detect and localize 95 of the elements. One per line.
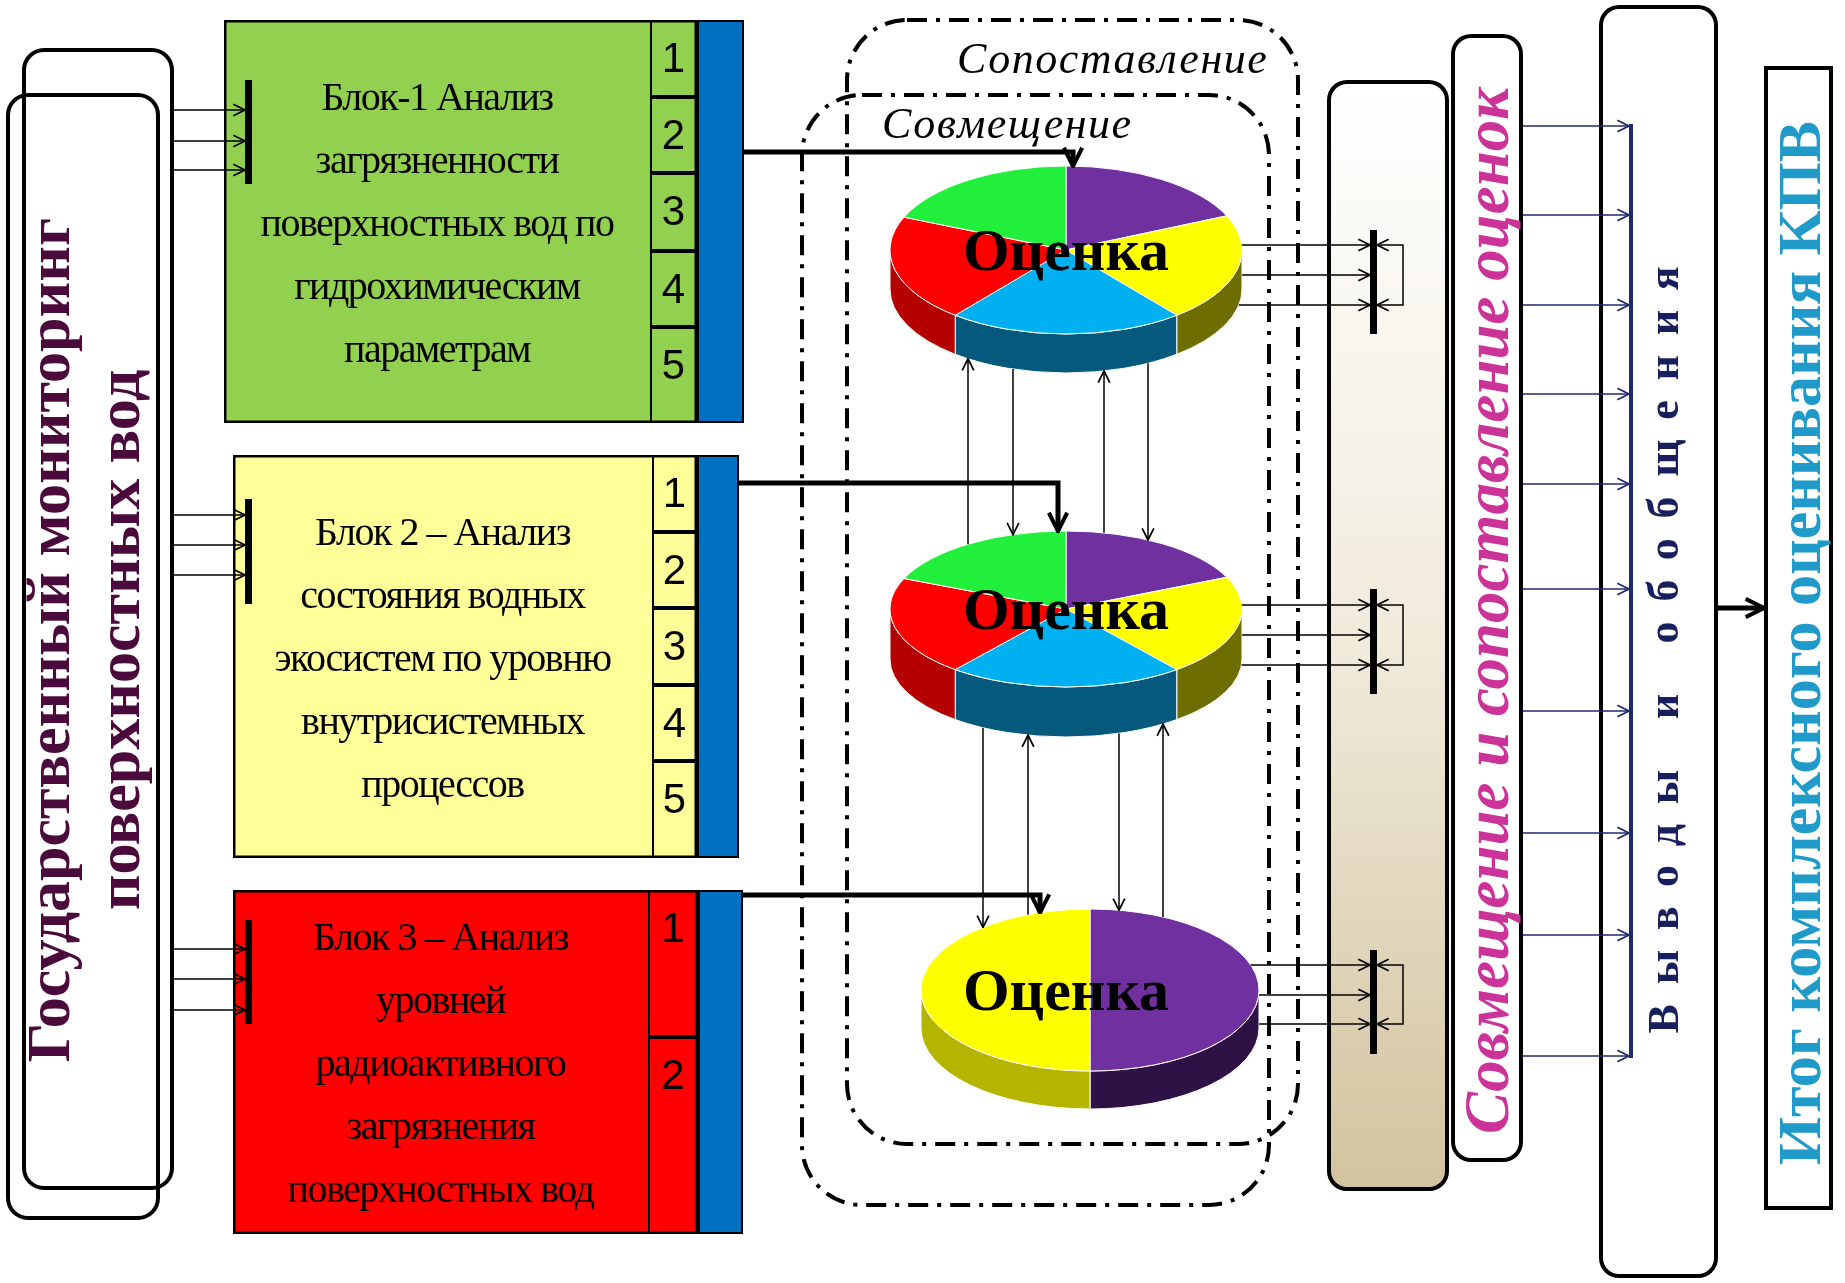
loop-arrow xyxy=(1376,958,1404,1031)
cell-number: 1 xyxy=(661,469,688,517)
arrow xyxy=(1112,732,1126,912)
analysis-block xyxy=(233,890,698,1234)
cell-number: 4 xyxy=(660,265,687,313)
arrow xyxy=(976,727,990,929)
junction-bar xyxy=(1370,950,1377,1054)
arrow xyxy=(1241,628,1371,642)
loop-arrow xyxy=(1376,598,1404,672)
arrow xyxy=(1522,208,1630,222)
cell-number: 3 xyxy=(661,622,688,670)
arrow xyxy=(1522,298,1630,312)
side-bar xyxy=(698,890,743,1234)
cell-number: 5 xyxy=(661,775,688,823)
side-bar xyxy=(697,20,744,423)
numbered-cell xyxy=(650,173,697,251)
arrow xyxy=(1522,1049,1630,1063)
arrow xyxy=(1097,370,1111,534)
arrow xyxy=(1241,598,1371,612)
input-bar xyxy=(245,920,252,1024)
arrow xyxy=(1258,988,1371,1002)
frame-title: Совмещение xyxy=(882,99,1133,149)
pie-label: Оценка xyxy=(961,575,1171,644)
frame-title: Сопоставление xyxy=(957,34,1269,84)
numbered-cell xyxy=(652,608,697,685)
arrow xyxy=(1240,238,1371,252)
numbered-cell xyxy=(650,97,697,173)
analysis-block xyxy=(224,20,697,423)
arrow xyxy=(961,357,975,545)
analysis-block xyxy=(233,455,697,858)
vertical-title: Итог комплексного оценивания КПВ xyxy=(1768,119,1830,1168)
cell-number: 2 xyxy=(660,111,687,159)
cell-number: 2 xyxy=(661,546,688,594)
arrow xyxy=(1522,928,1630,942)
cell-number: 5 xyxy=(660,341,687,389)
pie-label: Оценка xyxy=(961,216,1171,285)
thick-arrow xyxy=(1718,596,1766,620)
arrow xyxy=(1021,734,1035,916)
arrow xyxy=(1241,268,1371,282)
arrow xyxy=(1238,298,1371,312)
arrow xyxy=(173,1003,246,1017)
numbered-cell xyxy=(650,20,697,97)
numbered-cell xyxy=(650,327,697,423)
arrow xyxy=(173,972,246,986)
input-bar xyxy=(245,80,252,184)
arrow xyxy=(173,538,246,552)
result-box xyxy=(1764,66,1833,1210)
vertical-title: Совмещение и сопоставление оценок xyxy=(1452,85,1522,1137)
vertical-title: Выводы и обобщения xyxy=(1638,245,1689,1035)
block-title: Блок 2 – Анализ состояния водных экосистем по уровню внутрисистемных процессов xyxy=(273,507,612,808)
cell-number: 1 xyxy=(660,904,686,952)
arrow xyxy=(1522,387,1630,401)
arrow xyxy=(1522,704,1630,718)
input-bar xyxy=(245,499,252,604)
cell-number: 4 xyxy=(661,699,688,747)
block-title: Блок 3 – Анализ уровней радиоактивного загрязнения поверхностных вод xyxy=(286,912,596,1213)
vertical-title: Государственный мониторинг поверхностных вод xyxy=(13,216,153,1065)
numbered-cell xyxy=(650,251,697,327)
arrow xyxy=(173,942,246,956)
arrow xyxy=(1522,477,1630,491)
arrow xyxy=(173,134,246,148)
arrow xyxy=(1156,723,1170,918)
rounded-frame xyxy=(6,93,160,1220)
numbered-cell xyxy=(648,890,698,1037)
numbered-cell xyxy=(652,685,697,761)
arrow xyxy=(1240,658,1371,672)
loop-arrow xyxy=(1376,238,1404,312)
gradient-panel xyxy=(1327,80,1449,1191)
numbered-cell xyxy=(648,1037,698,1234)
thick-arrow xyxy=(744,145,1085,169)
numbered-cell xyxy=(652,532,697,608)
thick-arrow xyxy=(743,892,1052,915)
cell-number: 1 xyxy=(660,34,687,82)
arrow xyxy=(173,103,246,117)
numbered-cell xyxy=(652,455,697,532)
numbered-cell xyxy=(652,761,697,858)
thick-arrow xyxy=(739,480,1070,534)
junction-bar xyxy=(1370,230,1377,334)
arrow xyxy=(1522,119,1630,133)
arrow xyxy=(173,568,246,582)
arrow xyxy=(1141,362,1155,541)
block-title: Блок-1 Анализ загрязненности поверхностных вод по гидрохимическим параметрам xyxy=(259,72,615,373)
rounded-panel xyxy=(1599,5,1718,1278)
arrow xyxy=(1250,958,1371,972)
cell-number: 3 xyxy=(660,187,687,235)
arrow xyxy=(173,508,246,522)
junction-bar xyxy=(1370,589,1377,694)
arrow xyxy=(1522,582,1630,596)
arrow xyxy=(1006,368,1020,536)
arrow xyxy=(1522,826,1630,840)
arrow xyxy=(173,163,246,177)
side-bar xyxy=(697,455,739,858)
arrow xyxy=(1258,1017,1371,1031)
cell-number: 2 xyxy=(660,1051,686,1099)
rounded-frame xyxy=(22,48,174,1190)
